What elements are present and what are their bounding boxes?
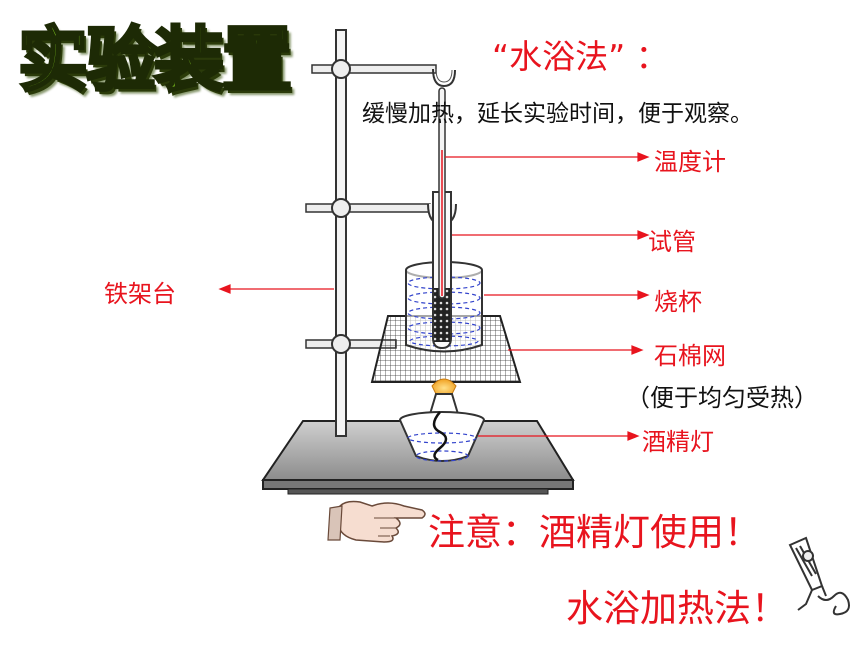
method-name: “水浴法” ： [492,37,669,76]
warning-lamp-usage: 注意：酒精灯使用！ [428,511,761,554]
lamp-flame [431,378,457,395]
thermometer [438,87,446,299]
label-beaker: 烧杯 [654,288,702,316]
label-alcohol-lamp: 酒精灯 [642,428,714,456]
label-test-tube: 试管 [648,228,696,256]
top-clamp [311,59,456,88]
gauze-note: （便于均匀受热） [626,384,818,412]
label-gauze: 石棉网 [654,342,726,370]
method-description: 缓慢加热，延长实验时间，便于观察。 [362,101,753,127]
label-leaders [218,152,650,441]
ring-clamp [305,334,397,354]
warning-water-bath: 水浴加热法！ [566,587,788,630]
stand-rod [335,29,347,437]
label-iron-stand: 铁架台 [104,280,176,308]
label-thermometer: 温度计 [654,148,726,176]
writing-figure-icon [788,536,850,616]
pointing-hand-icon [327,500,426,543]
page-title: 实验装置 [17,18,294,103]
alcohol-lamp [399,393,485,462]
